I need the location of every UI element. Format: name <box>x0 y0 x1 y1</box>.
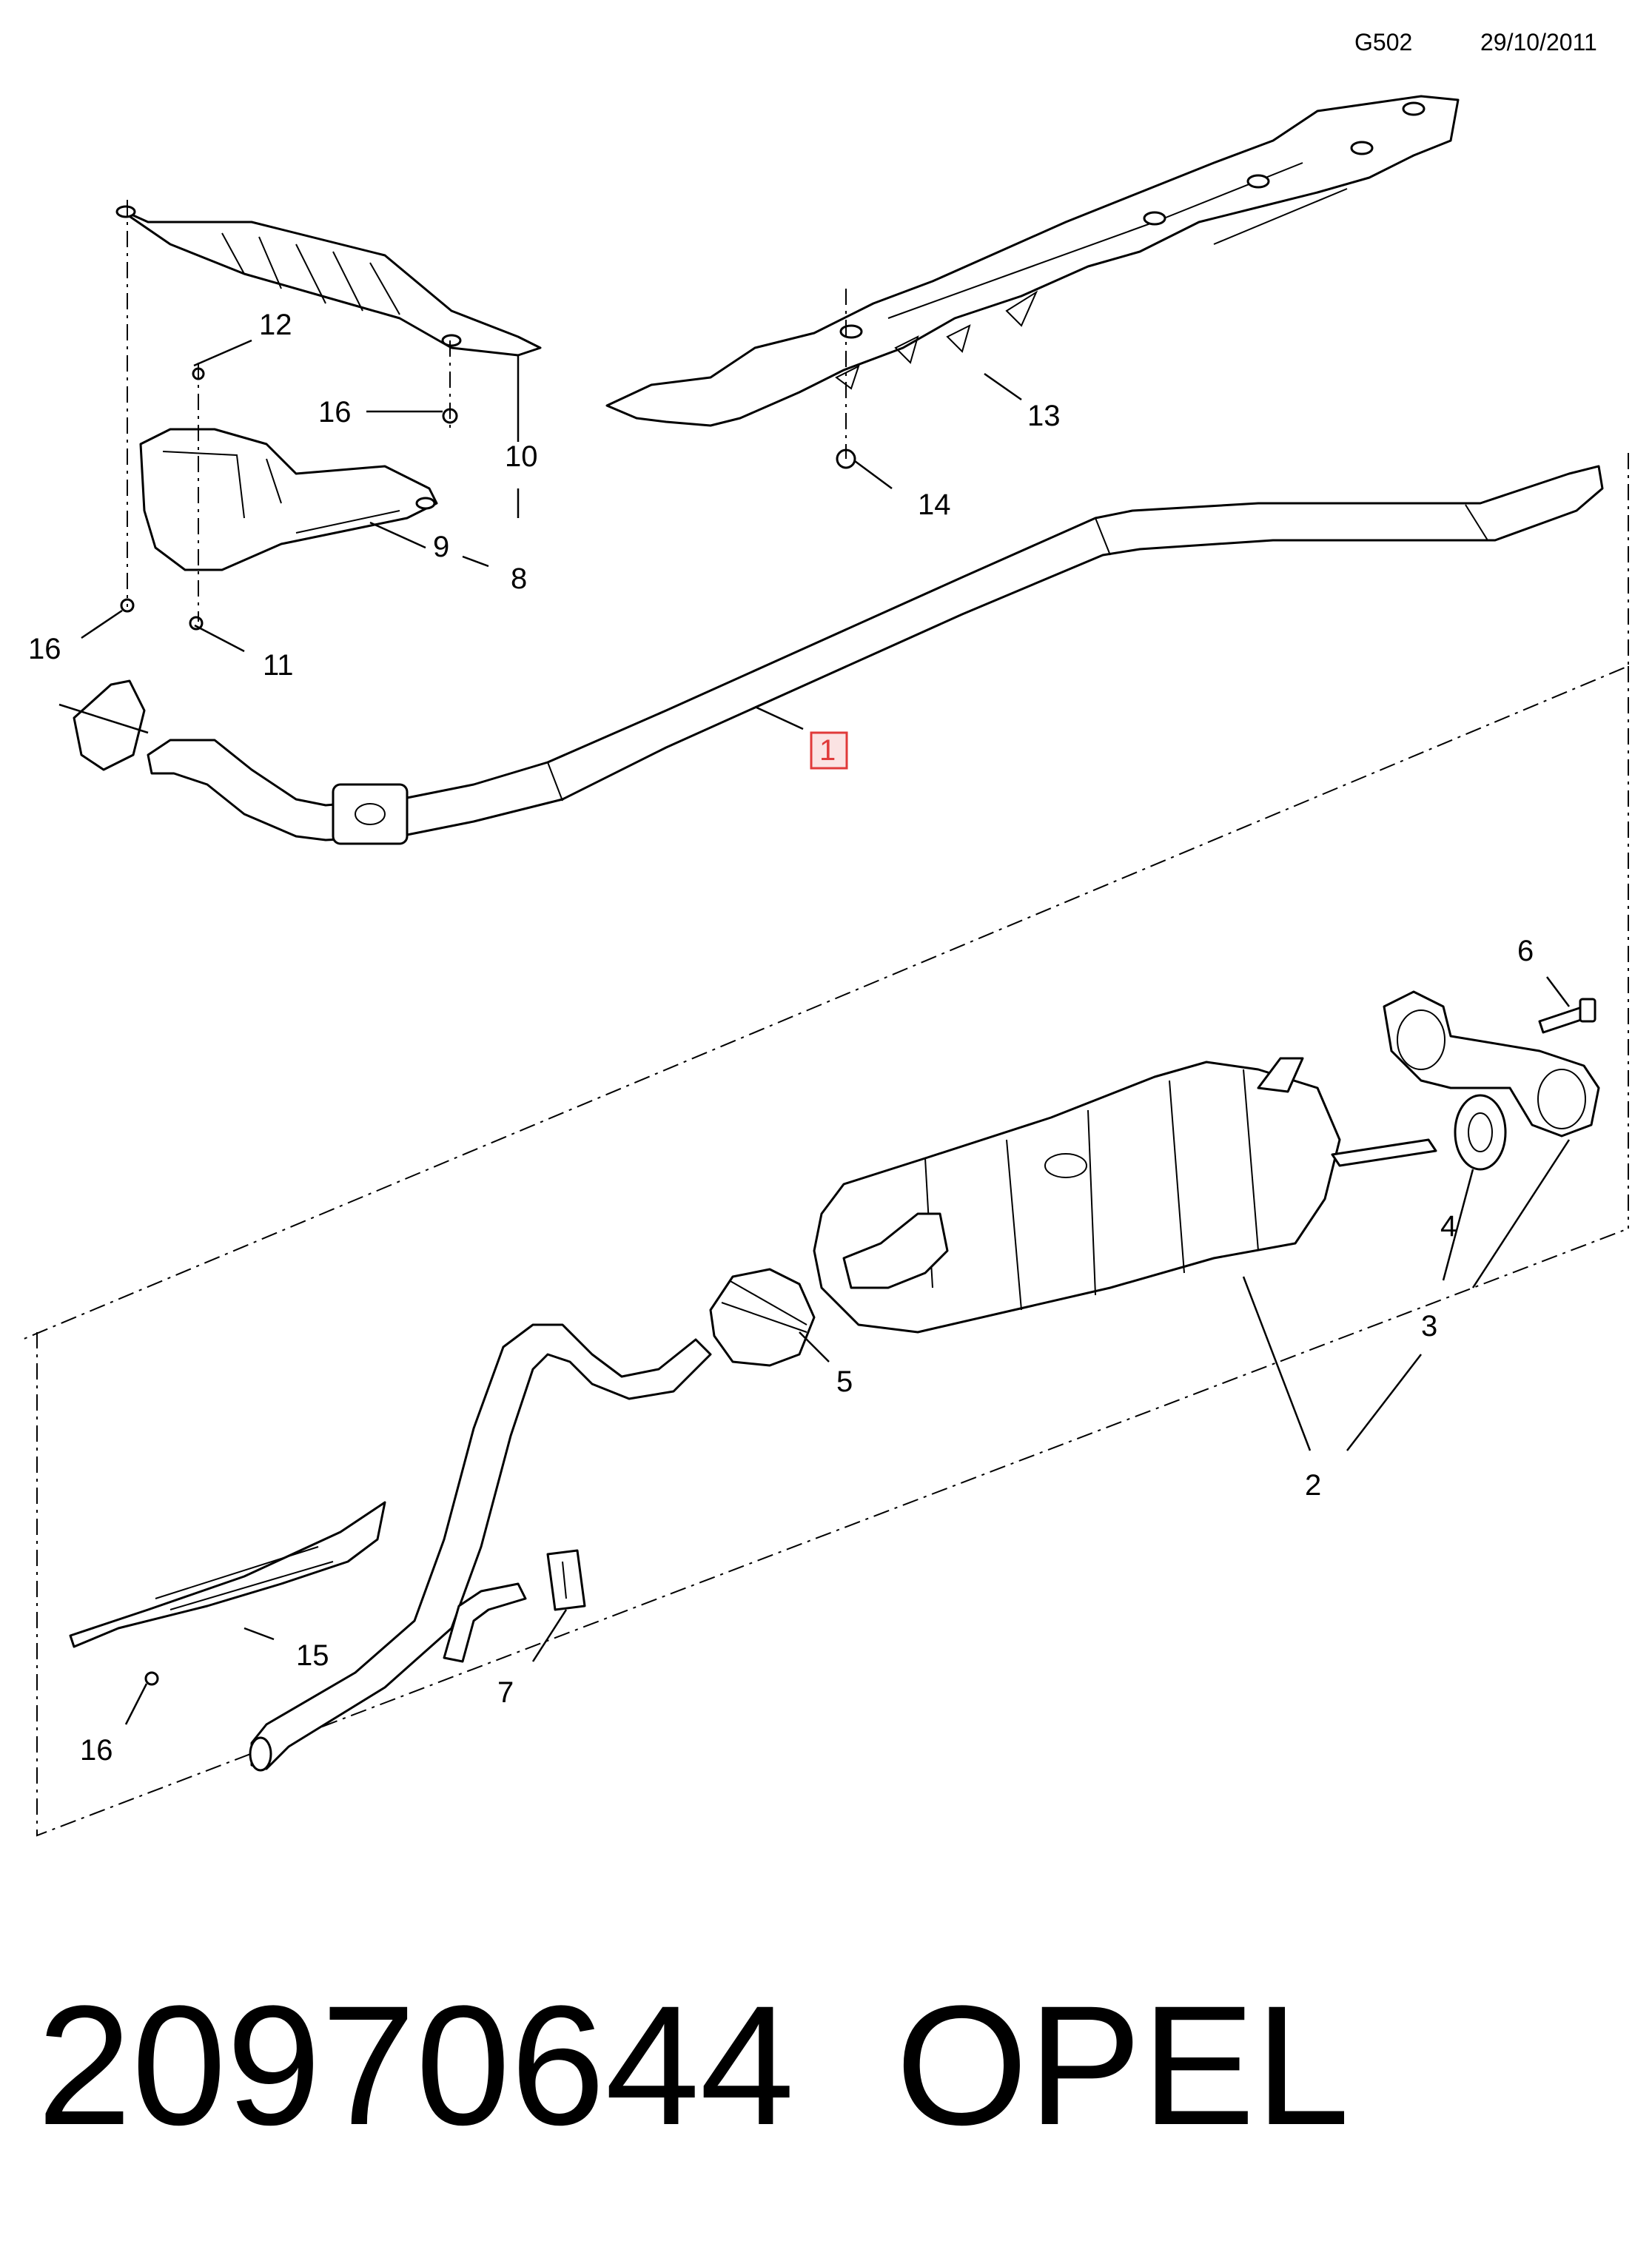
intermediate-pipe <box>249 1323 712 1772</box>
callout-16-upper: 16 <box>318 396 352 429</box>
svg-text:3: 3 <box>1421 1310 1437 1343</box>
callout-11: 11 <box>263 649 294 682</box>
svg-text:8: 8 <box>511 562 527 595</box>
boundary-lower <box>36 666 1629 1837</box>
svg-text:11: 11 <box>263 649 294 682</box>
svg-text:6: 6 <box>1517 935 1534 967</box>
rubber-hanger <box>546 1549 586 1611</box>
heat-shield-13 <box>605 95 1460 427</box>
front-pipe-clamp <box>58 679 149 771</box>
heat-shield-12 <box>115 205 542 357</box>
heat-shield-9 <box>139 428 438 571</box>
callout-7: 7 <box>497 1676 514 1709</box>
heat-shield-15 <box>69 1501 386 1686</box>
svg-text:7: 7 <box>497 1676 514 1709</box>
svg-text:16: 16 <box>28 633 61 665</box>
diagram-code: G502 <box>1354 29 1412 56</box>
svg-text:16: 16 <box>80 1734 113 1767</box>
callout-6: 6 <box>1517 935 1534 967</box>
svg-text:5: 5 <box>836 1365 853 1398</box>
svg-text:4: 4 <box>1440 1210 1457 1243</box>
svg-text:10: 10 <box>505 440 538 473</box>
svg-text:1: 1 <box>819 734 836 767</box>
hanger-bracket <box>1383 990 1600 1138</box>
part-number: 20970644 <box>37 1970 794 2160</box>
callout-1-box <box>810 731 848 770</box>
callout-10: 10 <box>505 440 538 473</box>
callout-16-lower: 16 <box>80 1734 113 1767</box>
diagram-date: 29/10/2011 <box>1480 29 1597 56</box>
callout-15: 15 <box>296 1639 329 1672</box>
svg-text:9: 9 <box>433 531 449 563</box>
callout-14: 14 <box>918 488 951 521</box>
svg-text:16: 16 <box>318 396 352 429</box>
callout-9: 9 <box>433 531 449 563</box>
callout-3: 3 <box>1421 1310 1437 1343</box>
brand-name: OPEL <box>896 1970 1350 2160</box>
svg-text:12: 12 <box>259 309 292 341</box>
svg-text:14: 14 <box>918 488 951 521</box>
callout-13: 13 <box>1027 400 1061 432</box>
rear-muffler <box>813 1057 1437 1334</box>
callout-2: 2 <box>1305 1469 1321 1502</box>
svg-text:2: 2 <box>1305 1469 1321 1502</box>
front-exhaust-pipe <box>147 465 1604 845</box>
bracket-bolt <box>1538 998 1596 1034</box>
callout-12: 12 <box>259 309 292 341</box>
boundary-upper <box>21 453 1629 1340</box>
callout-1-highlighted[interactable]: 1 <box>810 731 848 770</box>
leader-lines <box>81 339 1571 1725</box>
rubber-isolator <box>1454 1094 1507 1171</box>
svg-text:15: 15 <box>296 1639 329 1672</box>
fastener-group-upper <box>120 367 856 631</box>
callout-5: 5 <box>836 1365 853 1398</box>
svg-text:13: 13 <box>1027 400 1061 432</box>
callout-16-left: 16 <box>28 633 61 665</box>
callout-4: 4 <box>1440 1210 1457 1243</box>
rear-clamp <box>709 1268 816 1367</box>
callout-8: 8 <box>511 562 527 595</box>
